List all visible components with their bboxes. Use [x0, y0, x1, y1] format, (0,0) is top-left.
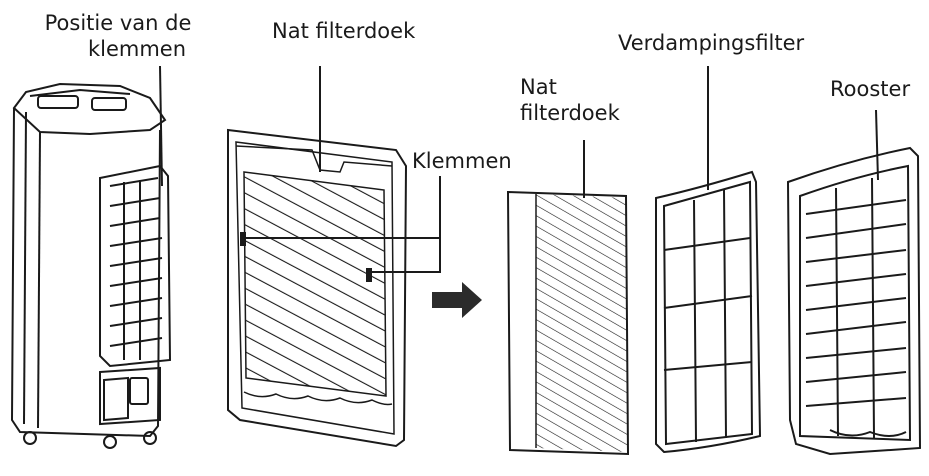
wet-filter-cloth [506, 140, 630, 456]
label-clamps: Klemmen [412, 149, 512, 173]
label-grille: Rooster [830, 77, 911, 101]
evaporation-filter [655, 66, 762, 454]
label-clamp-position: Positie van de klemmen [28, 10, 208, 62]
label-evaporation-filter: Verdampingsfilter [618, 31, 805, 55]
label-wet-cloth-right: Nat filterdoek [520, 74, 620, 126]
label-wet-cloth-top: Nat filterdoek [272, 19, 416, 43]
label-clamp-position-line1: Positie van de [44, 11, 192, 35]
label-clamp-position-line2: klemmen [87, 37, 187, 61]
label-wet-cloth-right-line2: filterdoek [520, 101, 620, 125]
air-cooler-unit [10, 82, 172, 449]
label-wet-cloth-right-line1: Nat [520, 75, 557, 99]
grille [786, 109, 922, 456]
filter-frame-assembly [227, 128, 408, 448]
clamp-leader-lines [159, 65, 441, 273]
right-arrow-icon [432, 282, 482, 318]
